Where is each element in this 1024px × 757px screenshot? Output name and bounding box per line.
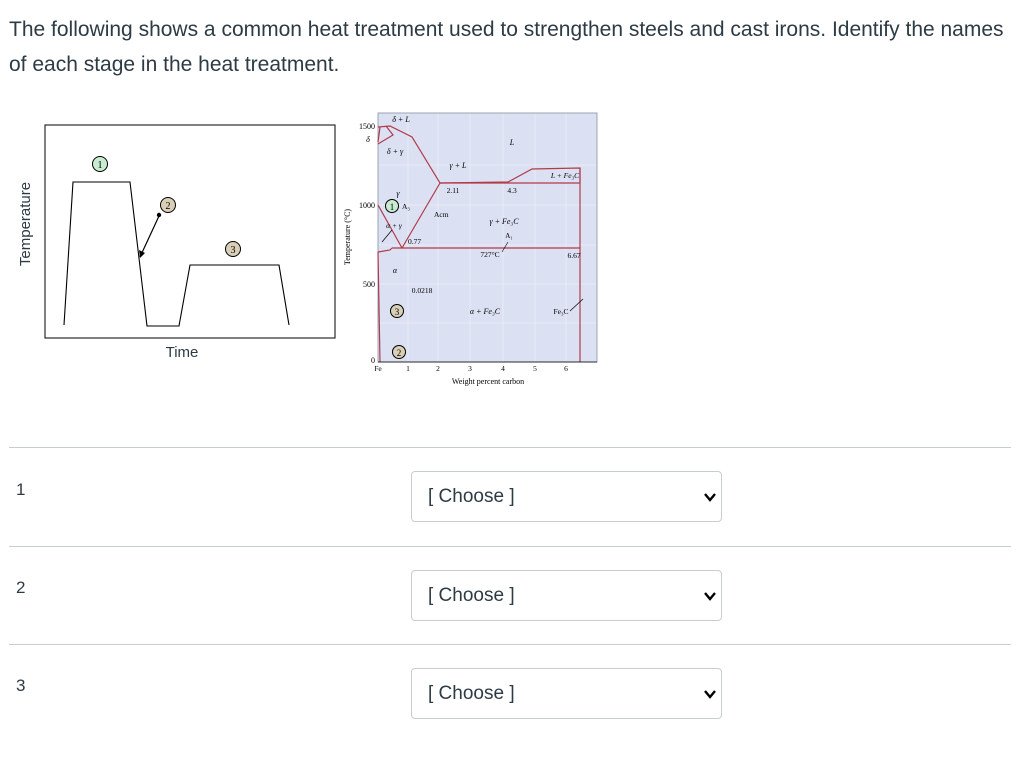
region-alpha: α (393, 266, 398, 275)
figure-svg: 1 2 3 Temperature Time (17, 112, 598, 386)
profile-marker-1-label: 1 (98, 160, 103, 171)
answer-select-1-value: [ Choose ] (428, 486, 515, 507)
profile-marker-2: 2 (160, 197, 176, 213)
profile-marker-3-label: 3 (231, 245, 236, 256)
chevron-down-icon (704, 690, 716, 699)
label-727c: 727°C (480, 250, 499, 259)
region-l: L (509, 138, 515, 147)
phase-xtick-1: 1 (406, 364, 410, 373)
question-text: The following shows a common heat treatm… (9, 18, 1004, 76)
label-0-0218: 0.0218 (412, 286, 433, 295)
label-acm: Acm (434, 210, 449, 219)
phase-marker-2: 2 (392, 345, 406, 359)
region-alpha-fe3c: α + Fe₃C (470, 307, 501, 316)
region-delta-gamma: δ + γ (387, 147, 404, 156)
answer-select-2-value: [ Choose ] (428, 585, 515, 606)
answer-row-2-number: 2 (16, 578, 26, 597)
region-delta: δ (366, 135, 370, 144)
region-gamma-fe3c: γ + Fe₃C (489, 217, 519, 226)
label-0-77: 0.77 (408, 237, 421, 246)
phase-marker-3-label: 3 (395, 307, 400, 317)
chevron-down-icon (704, 493, 716, 502)
region-gamma-l: γ + L (450, 161, 468, 170)
phase-xlabel: Weight percent carbon (452, 377, 524, 386)
phase-xtick-6: 6 (564, 364, 568, 373)
phase-marker-2-label: 2 (397, 348, 402, 358)
divider (9, 447, 1011, 448)
profile-xlabel: Time (166, 344, 199, 361)
label-4-3: 4.3 (507, 186, 517, 195)
profile-marker-1: 1 (92, 156, 108, 172)
heat-treatment-profile: 1 2 3 Temperature Time (17, 124, 336, 361)
phase-xtick-2: 2 (436, 364, 440, 373)
region-l-fe3c: L + Fe₃C (550, 171, 580, 180)
answer-select-2[interactable]: [ Choose ] (411, 570, 722, 621)
answer-select-3[interactable]: [ Choose ] (411, 668, 722, 719)
label-2-11: 2.11 (447, 186, 460, 195)
phase-ylabel: Temperature (°C) (343, 209, 352, 266)
answer-row-3-number: 3 (16, 676, 26, 695)
profile-marker-3: 3 (225, 241, 241, 257)
phase-ytick-0: 0 (371, 356, 375, 365)
phase-xtick-5: 5 (533, 364, 537, 373)
region-gamma: γ (396, 189, 400, 198)
phase-ytick-1500: 1500 (359, 122, 375, 131)
phase-ytick-1000: 1000 (359, 201, 375, 210)
chevron-down-icon (704, 592, 716, 601)
region-fe3c: Fe₃C (553, 307, 568, 316)
profile-marker-2-label: 2 (166, 201, 171, 212)
phase-marker-1-label: 1 (390, 202, 395, 212)
phase-xtick-3: 3 (468, 364, 472, 373)
question-figure: 1 2 3 Temperature Time (0, 100, 1024, 400)
label-a1: A₁ (505, 232, 513, 240)
phase-marker-1: 1 (385, 199, 399, 213)
region-delta-l: δ + L (392, 115, 410, 124)
phase-ytick-500: 500 (363, 280, 375, 289)
phase-xtick-4: 4 (501, 364, 505, 373)
divider (9, 546, 1011, 547)
phase-diagram: 1500 1000 500 0 Fe 1 2 3 4 5 6 Temperatu… (343, 112, 598, 386)
answer-select-1[interactable]: [ Choose ] (411, 471, 722, 522)
label-a3: A₃ (402, 202, 410, 211)
phase-marker-3: 3 (390, 304, 404, 318)
profile-ylabel: Temperature (17, 182, 34, 266)
region-alpha-gamma: α + γ (386, 221, 403, 230)
phase-xtick-fe: Fe (374, 364, 382, 373)
label-6-67: 6.67 (567, 251, 580, 260)
answer-select-3-value: [ Choose ] (428, 683, 515, 704)
answer-row-1-number: 1 (16, 480, 26, 499)
divider (9, 644, 1011, 645)
